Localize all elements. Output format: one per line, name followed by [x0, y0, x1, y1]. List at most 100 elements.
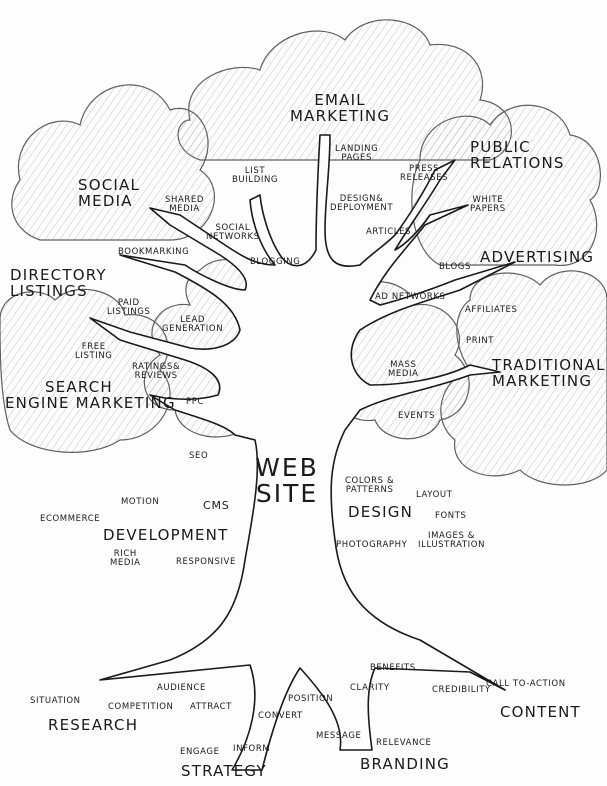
public-relations-label: PUBLIC RELATIONS: [470, 138, 565, 172]
social-networks-label: SOCIAL NETWORKS: [206, 224, 260, 242]
layout-label: LAYOUT: [416, 490, 453, 500]
advertising-label: ADVERTISING: [480, 248, 595, 266]
title-line-2: SITE: [255, 479, 319, 509]
press-releases-label: PRESS RELEASES: [400, 165, 448, 183]
benefits-label: BENEFITS: [370, 663, 416, 673]
directory-listings-line-1: DIRECTORY: [10, 266, 107, 284]
press-releases-line-1: PRESS: [408, 164, 440, 174]
print-label: PRINT: [466, 336, 495, 346]
engage-label: ENGAGE: [180, 747, 220, 757]
free-listing-label: FREE LISTING: [75, 343, 112, 361]
images-illustration-label: IMAGES & ILLUSTRATION: [418, 532, 485, 550]
content-label: CONTENT: [500, 703, 581, 721]
blogs-label: BLOGS: [439, 262, 471, 272]
free-listing-line-2: LISTING: [75, 350, 113, 361]
landing-pages-line-1: LANDING: [335, 144, 379, 154]
lead-generation-line-2: GENERATION: [162, 323, 224, 334]
blogging-label: BLOGGING: [250, 257, 301, 267]
sem-line-1: SEARCH: [45, 378, 113, 396]
seo-label: SEO: [189, 451, 209, 461]
landing-pages-label: LANDING PAGES: [335, 145, 378, 163]
message-label: MESSAGE: [316, 731, 362, 741]
fonts-label: FONTS: [435, 511, 467, 521]
branding-label: BRANDING: [360, 755, 451, 773]
credibility-label: CREDIBILITY: [432, 685, 491, 695]
rich-media-label: RICH MEDIA: [110, 550, 141, 568]
social-media-label: SOCIAL MEDIA: [78, 176, 141, 210]
colors-patterns-label: COLORS & PATTERNS: [345, 477, 394, 495]
colors-patterns-line-2: PATTERNS: [345, 484, 394, 495]
shared-media-line-1: SHARED: [165, 195, 205, 205]
public-relations-line-2: RELATIONS: [470, 153, 565, 172]
directory-listings-line-2: LISTINGS: [10, 281, 88, 300]
landing-pages-line-2: PAGES: [341, 152, 372, 163]
paid-listings-line-1: PAID: [117, 298, 140, 308]
clarity-label: CLARITY: [350, 683, 390, 693]
email-marketing-line-1: EMAIL: [314, 91, 366, 109]
website-title: WEB SITE: [252, 453, 322, 509]
ratings-reviews-line-2: REVIEWS: [134, 370, 178, 381]
design-deployment-label: DESIGN& DEPLOYMENT: [330, 195, 393, 213]
inform-label: INFORM: [233, 744, 271, 754]
directory-listings-label: DIRECTORY LISTINGS: [10, 266, 107, 300]
situation-label: SITUATION: [30, 696, 81, 706]
audience-label: AUDIENCE: [157, 683, 206, 693]
social-networks-line-1: SOCIAL: [215, 223, 251, 233]
responsive-label: RESPONSIVE: [176, 557, 236, 567]
public-relations-line-1: PUBLIC: [470, 138, 531, 156]
position-label: POSITION: [288, 694, 334, 704]
relevance-label: RELEVANCE: [376, 738, 432, 748]
traditional-marketing-line-2: MARKETING: [492, 371, 593, 390]
shared-media-line-2: MEDIA: [169, 203, 200, 214]
sem-line-2: ENGINE MARKETING: [5, 393, 176, 412]
lead-generation-line-1: LEAD: [180, 315, 206, 325]
search-engine-marketing-label: SEARCH ENGINE MARKETING: [5, 378, 176, 412]
free-listing-line-1: FREE: [81, 342, 106, 352]
rich-media-line-1: RICH: [113, 549, 137, 559]
ecommerce-label: ECOMMERCE: [40, 514, 101, 524]
ratings-reviews-label: RATINGS& REVIEWS: [132, 363, 180, 381]
social-networks-line-2: NETWORKS: [206, 231, 260, 242]
colors-patterns-line-1: COLORS &: [345, 476, 395, 486]
email-marketing-line-2: MARKETING: [290, 106, 391, 125]
convert-label: CONVERT: [258, 711, 303, 721]
press-releases-line-2: RELEASES: [400, 172, 449, 183]
development-label: DEVELOPMENT: [103, 526, 229, 544]
lead-generation-label: LEAD GENERATION: [162, 316, 223, 334]
motion-label: MOTION: [121, 497, 160, 507]
attract-label: ATTRACT: [190, 702, 232, 712]
paid-listings-line-2: LISTINGS: [107, 306, 151, 317]
mass-media-line-2: MEDIA: [388, 368, 419, 379]
email-marketing-label: EMAIL MARKETING: [290, 91, 391, 125]
list-building-line-2: BUILDING: [232, 174, 279, 185]
white-papers-label: WHITE PAPERS: [470, 196, 506, 214]
images-illustration-line-1: IMAGES &: [428, 531, 476, 541]
social-media-line-1: SOCIAL: [78, 176, 141, 194]
images-illustration-line-2: ILLUSTRATION: [418, 539, 486, 550]
design-label: DESIGN: [348, 503, 414, 521]
events-label: EVENTS: [398, 411, 436, 421]
title-line-1: WEB: [255, 453, 319, 482]
paid-listings-label: PAID LISTINGS: [107, 299, 150, 317]
shared-media-label: SHARED MEDIA: [165, 196, 204, 214]
tree-outline: [89, 134, 516, 771]
competition-label: COMPETITION: [108, 702, 174, 712]
white-papers-line-1: WHITE: [472, 195, 504, 205]
photography-label: PHOTOGRAPHY: [336, 540, 408, 550]
bookmarking-label: BOOKMARKING: [118, 247, 190, 257]
strategy-label: STRATEGY: [181, 762, 267, 780]
mass-media-line-1: MASS: [390, 360, 417, 370]
white-papers-line-2: PAPERS: [470, 203, 506, 214]
design-deployment-line-2: DEPLOYMENT: [330, 202, 394, 213]
research-label: RESEARCH: [48, 716, 139, 734]
ad-networks-label: AD NETWORKS: [375, 292, 446, 302]
trunk: [89, 134, 516, 771]
rich-media-line-2: MEDIA: [110, 557, 141, 568]
social-media-line-2: MEDIA: [78, 191, 133, 210]
articles-label: ARTICLES: [366, 227, 412, 237]
cloud-right-top: [411, 104, 601, 266]
cms-label: CMS: [203, 499, 230, 512]
list-building-label: LIST BUILDING: [232, 167, 278, 185]
